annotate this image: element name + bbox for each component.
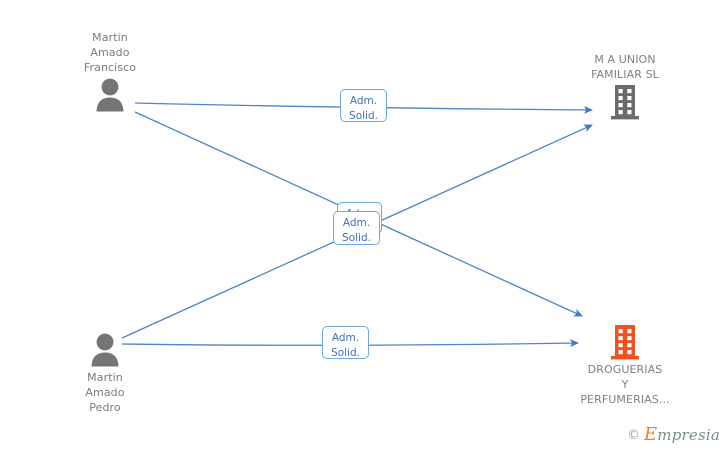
node-label: M A UNION FAMILIAR SL xyxy=(591,53,659,81)
watermark-empresia: © Empresia xyxy=(627,426,720,444)
node-person-martin-amado-pedro[interactable]: Martin Amado Pedro xyxy=(30,330,180,415)
watermark-brand-rest: mpresia xyxy=(657,426,720,444)
building-icon xyxy=(550,82,700,122)
node-label: DROGUERIAS Y PERFUMERIAS... xyxy=(580,363,670,406)
edge-label-adm-solid-bottom[interactable]: Adm. Solid. xyxy=(322,326,369,359)
node-person-martin-amado-francisco[interactable]: Martin Amado Francisco xyxy=(35,30,185,115)
node-label: Martin Amado Francisco xyxy=(83,31,137,74)
node-label: Martin Amado Pedro xyxy=(85,371,125,414)
edge-label-adm-solid-top[interactable]: Adm. Solid. xyxy=(340,89,387,122)
watermark-brand-initial: E xyxy=(643,424,658,445)
watermark-brand: Empresia xyxy=(644,426,720,444)
node-company-m-a-union-familiar-sl[interactable]: M A UNION FAMILIAR SL xyxy=(550,52,700,122)
person-icon xyxy=(35,75,185,115)
copyright-icon: © xyxy=(626,427,640,443)
node-company-droguerias-y-perfumerias[interactable]: DROGUERIAS Y PERFUMERIAS... xyxy=(550,322,700,407)
edge-label-adm-solid-middle-front[interactable]: Adm. Solid. xyxy=(333,211,380,245)
person-icon xyxy=(30,330,180,370)
building-icon xyxy=(550,322,700,362)
